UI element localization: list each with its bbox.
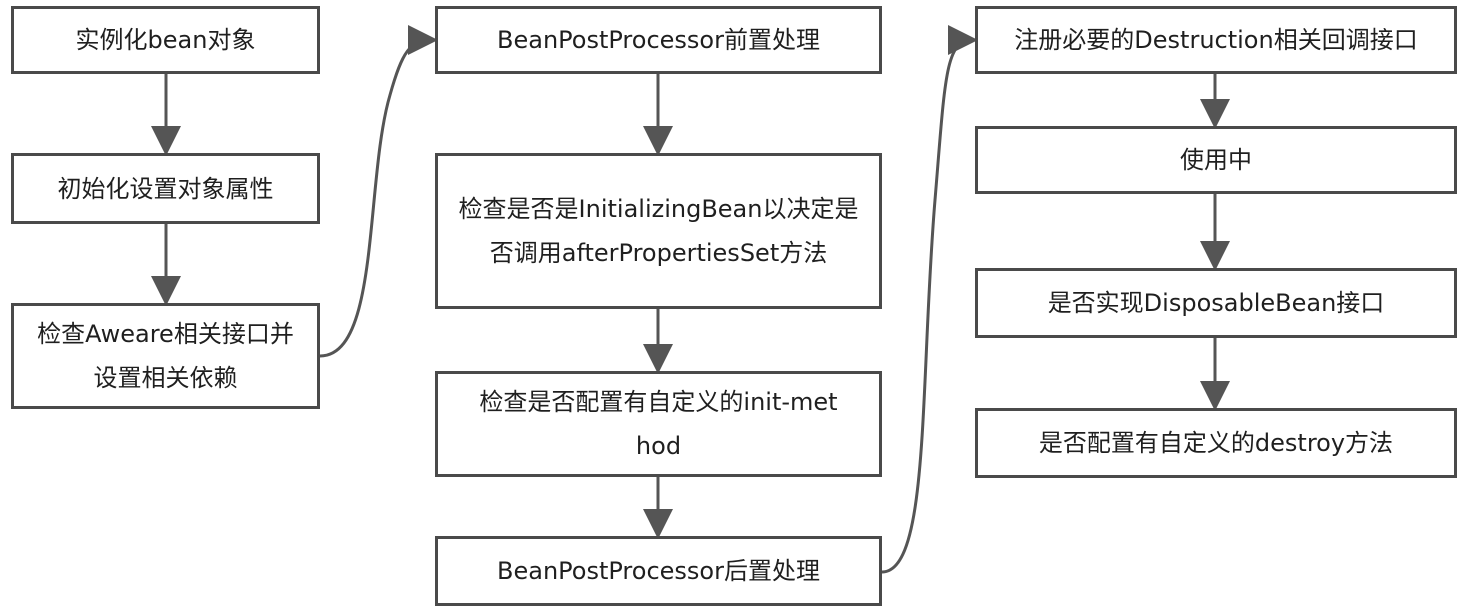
node-register-destruction: 注册必要的Destruction相关回调接口 bbox=[975, 6, 1457, 74]
arrow-n3-to-n4 bbox=[319, 25, 438, 358]
node-destroy-method-label: 是否配置有自定义的destroy方法 bbox=[1038, 429, 1394, 457]
node-register-destruction-label: 注册必要的Destruction相关回调接口 bbox=[1014, 26, 1418, 54]
node-instantiate-bean-label: 实例化bean对象 bbox=[75, 26, 256, 54]
node-in-use-label: 使用中 bbox=[1180, 146, 1252, 174]
arrow-n7-to-n8 bbox=[881, 25, 978, 574]
node-instantiate-bean: 实例化bean对象 bbox=[11, 6, 320, 74]
node-destroy-method: 是否配置有自定义的destroy方法 bbox=[975, 408, 1457, 478]
node-disposable-bean: 是否实现DisposableBean接口 bbox=[975, 268, 1457, 338]
node-init-method-label: 检查是否配置有自定义的init-method bbox=[479, 388, 838, 460]
node-init-properties: 初始化设置对象属性 bbox=[11, 153, 320, 224]
node-initializing-bean-label: 检查是否是InitializingBean以决定是否调用afterPropert… bbox=[458, 195, 859, 267]
node-in-use: 使用中 bbox=[975, 126, 1457, 194]
node-bpp-before: BeanPostProcessor前置处理 bbox=[435, 6, 882, 74]
node-check-aware-label: 检查Aweare相关接口并设置相关依赖 bbox=[37, 320, 294, 392]
node-init-method: 检查是否配置有自定义的init-method bbox=[435, 371, 882, 477]
node-initializing-bean: 检查是否是InitializingBean以决定是否调用afterPropert… bbox=[435, 153, 882, 309]
node-check-aware: 检查Aweare相关接口并设置相关依赖 bbox=[11, 303, 320, 409]
node-init-properties-label: 初始化设置对象属性 bbox=[57, 174, 274, 203]
node-disposable-bean-label: 是否实现DisposableBean接口 bbox=[1047, 289, 1385, 317]
node-bpp-after: BeanPostProcessor后置处理 bbox=[435, 536, 882, 606]
node-bpp-before-label: BeanPostProcessor前置处理 bbox=[497, 26, 820, 54]
node-bpp-after-label: BeanPostProcessor后置处理 bbox=[497, 557, 820, 585]
